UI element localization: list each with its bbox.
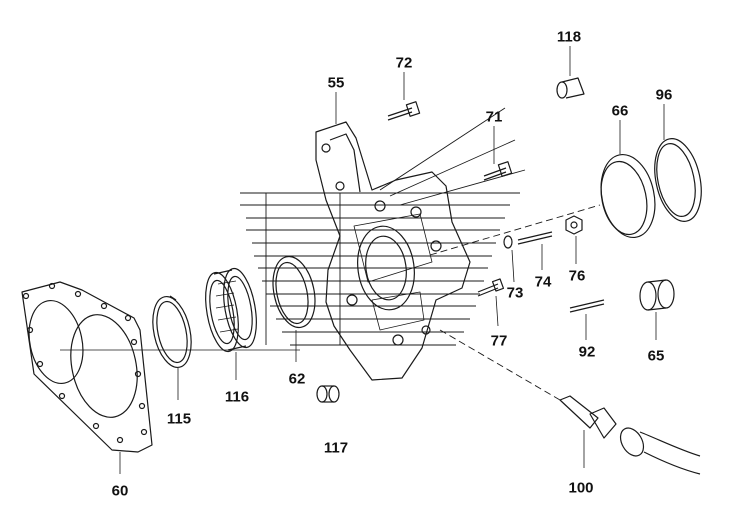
callout-100: 100 bbox=[568, 479, 594, 497]
part-77-screw bbox=[477, 278, 505, 327]
part-100-hose-fitting bbox=[559, 395, 701, 475]
callout-62: 62 bbox=[288, 370, 306, 388]
callout-115: 115 bbox=[166, 410, 192, 428]
part-73-washer bbox=[503, 235, 515, 283]
callout-96: 96 bbox=[655, 86, 673, 104]
part-117-bushing bbox=[316, 385, 340, 403]
part-96-ring bbox=[654, 104, 702, 222]
callout-92: 92 bbox=[578, 343, 596, 361]
part-92-stud bbox=[569, 299, 605, 340]
part-74-stud bbox=[517, 231, 553, 270]
part-71-bolt bbox=[483, 126, 513, 181]
part-118-plug bbox=[556, 46, 585, 99]
part-76-nut bbox=[565, 215, 583, 264]
callout-55: 55 bbox=[327, 74, 345, 92]
callout-118: 118 bbox=[556, 28, 582, 46]
callout-116: 116 bbox=[224, 388, 250, 406]
part-116-bearing bbox=[205, 267, 257, 380]
part-60-gasket bbox=[21, 281, 300, 474]
part-72-bolt bbox=[387, 72, 421, 121]
callout-77: 77 bbox=[490, 332, 508, 350]
part-115-snap-ring bbox=[152, 295, 192, 400]
explosion-axis-lines bbox=[240, 107, 601, 401]
callout-66: 66 bbox=[611, 102, 629, 120]
part-55-housing bbox=[315, 92, 471, 381]
callout-74: 74 bbox=[534, 273, 552, 291]
callout-65: 65 bbox=[647, 347, 665, 365]
part-66-cover bbox=[600, 120, 656, 239]
callout-73: 73 bbox=[506, 284, 524, 302]
callout-71: 71 bbox=[485, 108, 503, 126]
callout-60: 60 bbox=[111, 482, 129, 500]
callout-76: 76 bbox=[568, 267, 586, 285]
callout-72: 72 bbox=[395, 54, 413, 72]
part-65-bushing bbox=[639, 279, 675, 340]
callout-117: 117 bbox=[323, 439, 349, 457]
part-62-seal-ring bbox=[272, 255, 316, 362]
